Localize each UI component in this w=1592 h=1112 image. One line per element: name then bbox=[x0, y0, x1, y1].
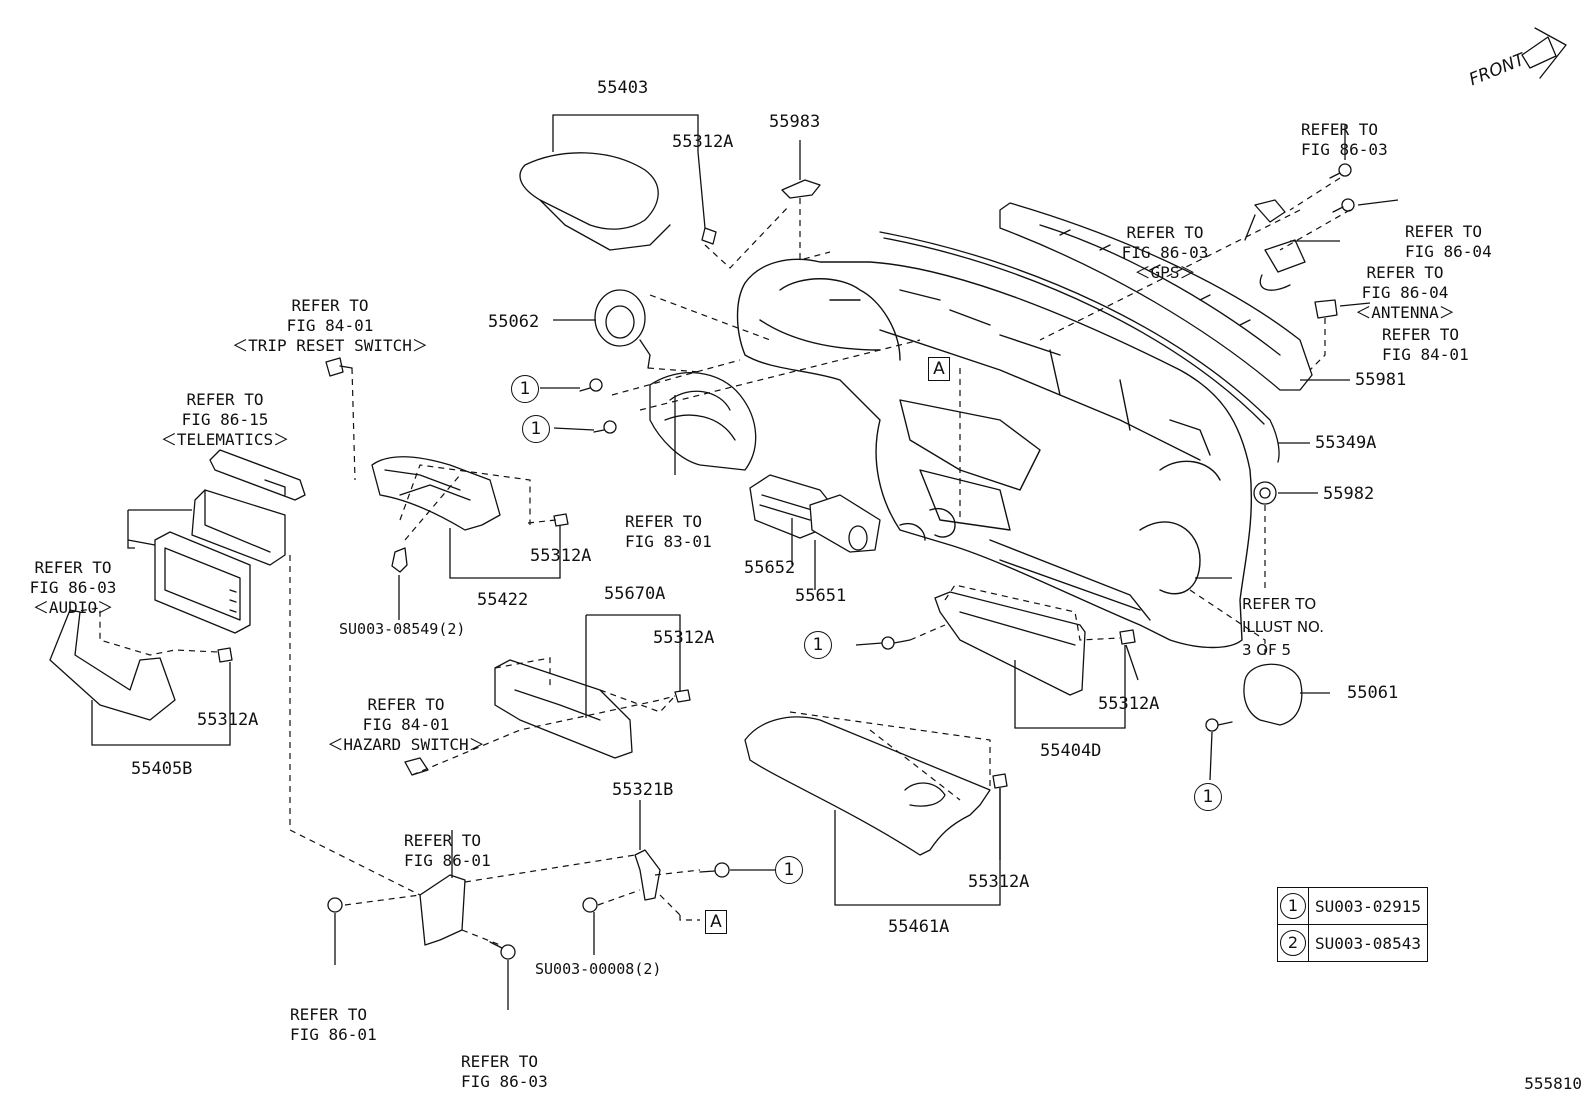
screw-icon-5 bbox=[1205, 718, 1233, 732]
part-55404D-panel bbox=[934, 591, 1086, 696]
gps-unit bbox=[1244, 199, 1286, 241]
part-55349A-strip bbox=[879, 231, 1280, 463]
legend-number: 2 bbox=[1280, 930, 1306, 956]
front-arrow-icon bbox=[1521, 27, 1567, 79]
label-55651: 55651 bbox=[795, 586, 847, 606]
label-55321B: 55321B bbox=[612, 780, 674, 800]
figure-number: 555810 bbox=[1524, 1074, 1582, 1093]
clip-icon bbox=[1119, 629, 1136, 645]
label-55983: 55983 bbox=[769, 112, 821, 132]
antenna-amp bbox=[1259, 239, 1306, 291]
part-55062 bbox=[594, 289, 651, 369]
part-55651-register bbox=[809, 494, 881, 553]
callout-a: A bbox=[705, 910, 727, 934]
label-55312A-mid: 55312A bbox=[530, 546, 592, 566]
label-55403: 55403 bbox=[597, 78, 649, 98]
instrument-panel bbox=[736, 258, 1253, 649]
screw-icon-right-1 bbox=[1329, 163, 1352, 179]
dashed-lines bbox=[69, 177, 1351, 946]
callout-1: 1 bbox=[522, 415, 550, 443]
legend-number: 1 bbox=[1280, 893, 1306, 919]
callout-a: A bbox=[928, 357, 950, 381]
label-55312A-404: 55312A bbox=[1098, 694, 1160, 714]
clip-icon bbox=[992, 773, 1008, 789]
screw-icon-2 bbox=[593, 420, 617, 434]
part-55422-panel bbox=[371, 456, 501, 531]
part-55670A-register bbox=[494, 659, 633, 759]
part-55405B-frame bbox=[49, 609, 176, 721]
label-su003-08549: SU003-08549(2) bbox=[339, 620, 466, 638]
legend-row: 1 SU003-02915 bbox=[1277, 887, 1428, 925]
clip-icon bbox=[217, 647, 233, 663]
screw-icon-3 bbox=[391, 547, 408, 573]
part-55061 bbox=[1243, 663, 1303, 726]
screw-icon-8 bbox=[489, 941, 516, 960]
label-55061: 55061 bbox=[1347, 683, 1399, 703]
part-55321B-bracket bbox=[634, 849, 661, 901]
legend-code: SU003-08543 bbox=[1308, 924, 1428, 962]
part-55981-cover bbox=[999, 202, 1313, 391]
label-55404D: 55404D bbox=[1040, 741, 1102, 761]
screw-icon-6 bbox=[327, 897, 343, 913]
combination-meter bbox=[649, 372, 757, 471]
leader-lines bbox=[91, 114, 1399, 1010]
audio-unit bbox=[191, 489, 286, 566]
label-su003-00008: SU003-00008(2) bbox=[535, 960, 662, 978]
legend-code: SU003-02915 bbox=[1308, 887, 1428, 925]
label-55312A-top: 55312A bbox=[672, 132, 734, 152]
label-55312A-670: 55312A bbox=[653, 628, 715, 648]
screw-icon-right-2 bbox=[1332, 198, 1355, 213]
telematics-unit bbox=[209, 449, 306, 501]
callout-1: 1 bbox=[1194, 783, 1222, 811]
label-55422: 55422 bbox=[477, 590, 529, 610]
clip-icon bbox=[553, 513, 569, 527]
part-55403-hood bbox=[519, 152, 671, 251]
label-55461A: 55461A bbox=[888, 917, 950, 937]
label-55982: 55982 bbox=[1323, 484, 1375, 504]
clip-icon bbox=[701, 227, 717, 245]
label-55405B: 55405B bbox=[131, 759, 193, 779]
label-55312A-left: 55312A bbox=[197, 710, 259, 730]
screw-icon-7 bbox=[582, 897, 598, 913]
screw-icon-1 bbox=[579, 378, 603, 392]
label-55062: 55062 bbox=[488, 312, 540, 332]
callout-1: 1 bbox=[511, 375, 539, 403]
trip-switch-knob bbox=[325, 357, 353, 377]
label-55981: 55981 bbox=[1355, 370, 1407, 390]
audio-face-panel bbox=[154, 531, 251, 634]
callout-1: 1 bbox=[804, 631, 832, 659]
cap-icon bbox=[1314, 299, 1338, 319]
label-55349A: 55349A bbox=[1315, 433, 1377, 453]
label-55312A-461: 55312A bbox=[968, 872, 1030, 892]
part-55982 bbox=[1253, 481, 1277, 505]
part-55983 bbox=[781, 179, 821, 199]
clip-icon bbox=[674, 689, 691, 703]
legend-row: 2 SU003-08543 bbox=[1277, 924, 1428, 962]
callout-1: 1 bbox=[775, 856, 803, 884]
part-55461A-glovebox bbox=[744, 716, 991, 856]
fastener-legend: 1 SU003-02915 2 SU003-08543 bbox=[1277, 887, 1428, 962]
label-55652: 55652 bbox=[744, 558, 796, 578]
screw-icon-9 bbox=[699, 862, 730, 878]
screw-icon-4 bbox=[881, 636, 911, 650]
label-55670A: 55670A bbox=[604, 584, 666, 604]
